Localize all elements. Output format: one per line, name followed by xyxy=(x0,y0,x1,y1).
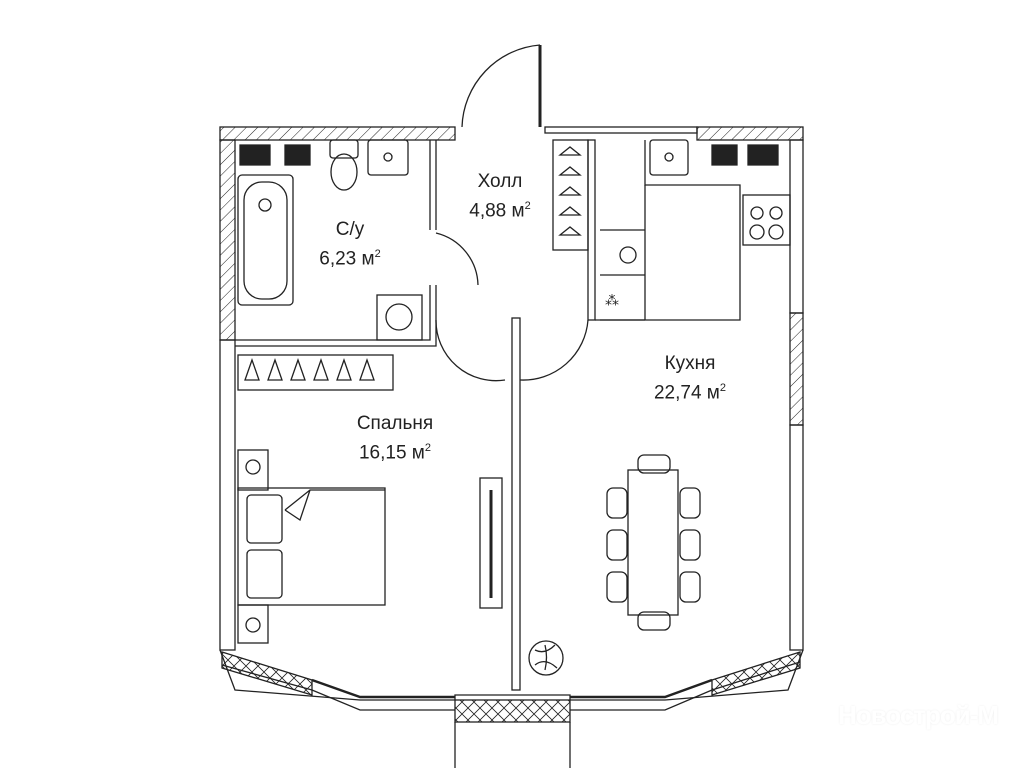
outer-walls xyxy=(219,126,804,768)
room-area: 6,23 м2 xyxy=(319,248,381,270)
inner-walls xyxy=(235,139,741,691)
room-label-kitchen: Кухня 22,74 м2 xyxy=(625,352,755,405)
svg-text:⁂: ⁂ xyxy=(605,292,619,308)
room-label-bedroom: Спальня 16,15 м2 xyxy=(330,412,460,465)
room-name: Кухня xyxy=(664,353,716,374)
room-area: 16,15 м2 xyxy=(358,442,431,464)
room-area: 22,74 м2 xyxy=(653,382,726,404)
fixtures: ⁂ xyxy=(237,139,791,676)
room-name: С/у xyxy=(335,219,365,240)
room-name: Холл xyxy=(477,171,523,192)
doors xyxy=(435,44,589,609)
room-label-bathroom: С/у 6,23 м2 xyxy=(290,218,410,271)
watermark: Новострой-М xyxy=(838,700,999,730)
room-name: Спальня xyxy=(356,413,434,434)
room-label-hall: Холл 4,88 м2 xyxy=(440,170,560,223)
room-area: 4,88 м2 xyxy=(469,200,531,222)
